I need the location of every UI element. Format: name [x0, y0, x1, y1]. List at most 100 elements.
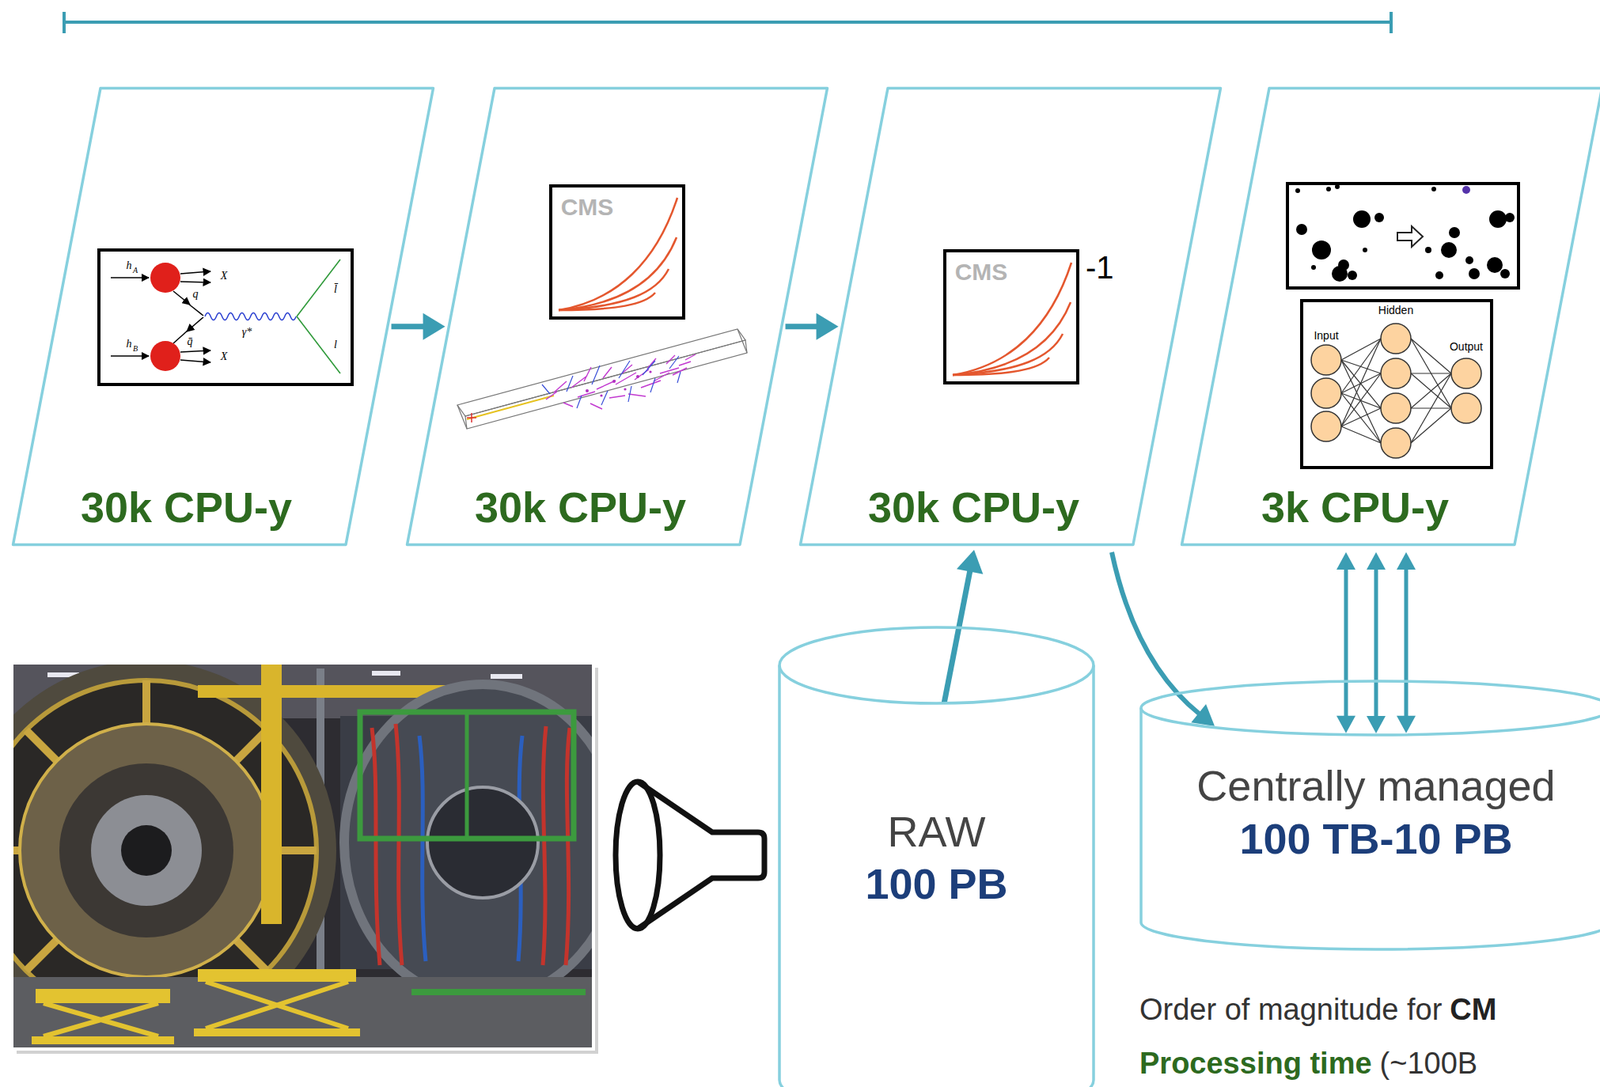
logo-watermark: CMS — [955, 258, 1009, 287]
neural-network — [1410, 338, 1452, 409]
detector-photo — [371, 724, 570, 966]
neural-network — [1410, 373, 1452, 444]
arrow-head — [816, 313, 839, 341]
particle-subscript: B — [132, 344, 138, 354]
flow-arrow — [1396, 552, 1416, 734]
span-bracket — [1389, 11, 1393, 34]
jet-clustering — [1287, 183, 1519, 289]
detector-photo — [0, 660, 622, 1055]
event-display — [542, 356, 681, 409]
flow-arrow — [1366, 552, 1386, 734]
detector-photo — [19, 724, 273, 978]
arrow-head — [1366, 552, 1386, 570]
detector-photo — [490, 674, 523, 679]
neural-network — [1451, 393, 1482, 424]
track-plot — [558, 237, 677, 311]
jet-clustering — [1362, 247, 1368, 253]
jet-clustering — [1500, 269, 1510, 279]
detector-photo — [193, 1028, 361, 1037]
detector-photo — [197, 685, 459, 698]
neural-network — [1311, 411, 1342, 442]
track-plot — [952, 333, 1063, 376]
cpu-cost: 3k CPU-y — [1261, 482, 1449, 532]
flow-arrow — [1336, 552, 1356, 734]
neural-network — [1341, 426, 1381, 444]
jet-clustering — [1440, 242, 1457, 258]
feynman-diagram — [180, 360, 211, 363]
arrow-head — [1336, 552, 1356, 570]
funnel-icon — [615, 781, 660, 929]
neural-network — [1380, 428, 1411, 459]
arrow-head — [1366, 716, 1386, 734]
span-bracket — [62, 11, 66, 34]
feynman-diagram — [98, 250, 353, 385]
event-display — [457, 405, 467, 429]
funnel-icon — [615, 781, 765, 929]
feynman-diagram — [296, 259, 341, 317]
detector-photo — [121, 825, 172, 876]
storage-size: 100 TB-10 PB — [1239, 814, 1513, 864]
track-plot — [550, 185, 684, 319]
neural-network — [1451, 358, 1482, 389]
particle-subscript: A — [132, 265, 138, 276]
funnel-icon — [637, 781, 765, 929]
event-display — [623, 387, 626, 391]
flow-arrow — [785, 313, 839, 341]
feynman-diagram — [180, 271, 211, 274]
footnote: CM — [1449, 993, 1497, 1028]
jet-clustering — [1462, 185, 1471, 194]
span-bracket — [64, 20, 1392, 24]
feynman-diagram — [150, 341, 181, 372]
event-display — [636, 375, 640, 379]
jet-clustering — [1425, 246, 1432, 254]
jet-clustering — [1468, 268, 1480, 280]
detector-photo — [261, 663, 282, 925]
feynman-diagram — [204, 313, 296, 321]
storage-name: RAW — [887, 807, 986, 857]
particle-label: q̄ — [187, 335, 194, 349]
event-display — [737, 329, 747, 353]
feynman-diagram — [188, 303, 204, 316]
event-display — [457, 329, 747, 429]
detector-photo — [11, 977, 594, 1050]
jet-clustering — [1296, 223, 1308, 236]
feynman-diagram — [110, 276, 149, 279]
neural-network — [1341, 338, 1381, 394]
jet-clustering — [1448, 227, 1460, 239]
layer-label: Input — [1313, 329, 1339, 342]
track-plot — [944, 250, 1078, 383]
track-plot — [952, 302, 1071, 376]
detector-photo — [59, 763, 234, 938]
neural-network — [1410, 408, 1452, 444]
footnote: (~100B — [1380, 1046, 1479, 1082]
particle-label: X — [220, 269, 228, 283]
arrow-head — [1336, 716, 1356, 734]
event-display — [585, 370, 653, 397]
event-display — [466, 413, 477, 423]
feynman-diagram — [296, 316, 341, 374]
arrow-head — [1190, 704, 1215, 727]
neural-network — [1380, 323, 1411, 354]
stage-panel: 30k CPU-y — [405, 87, 829, 546]
neural-network — [1301, 300, 1492, 468]
particle-label: X — [220, 350, 228, 364]
track-plot — [558, 292, 656, 311]
span-bracket — [64, 11, 1392, 34]
feynman-diagram — [186, 317, 204, 332]
flow-arrow — [1111, 552, 1215, 727]
flow-arrow — [785, 323, 819, 330]
cpu-cost: 30k CPU-y — [868, 482, 1080, 532]
neural-network — [1410, 373, 1452, 409]
jet-clustering — [1326, 186, 1331, 192]
jet-clustering — [1486, 257, 1503, 273]
cylinder-outline — [1141, 681, 1600, 736]
jet-clustering — [1435, 271, 1444, 280]
track-plot — [550, 185, 684, 319]
flow-arrow — [944, 569, 971, 704]
detector-photo — [465, 712, 470, 839]
detector-photo — [197, 969, 357, 982]
cpu-cost: 30k CPU-y — [80, 482, 292, 532]
layer-label: Hidden — [1378, 303, 1414, 317]
panel-outline — [407, 88, 828, 546]
jet-clustering — [1353, 210, 1371, 228]
